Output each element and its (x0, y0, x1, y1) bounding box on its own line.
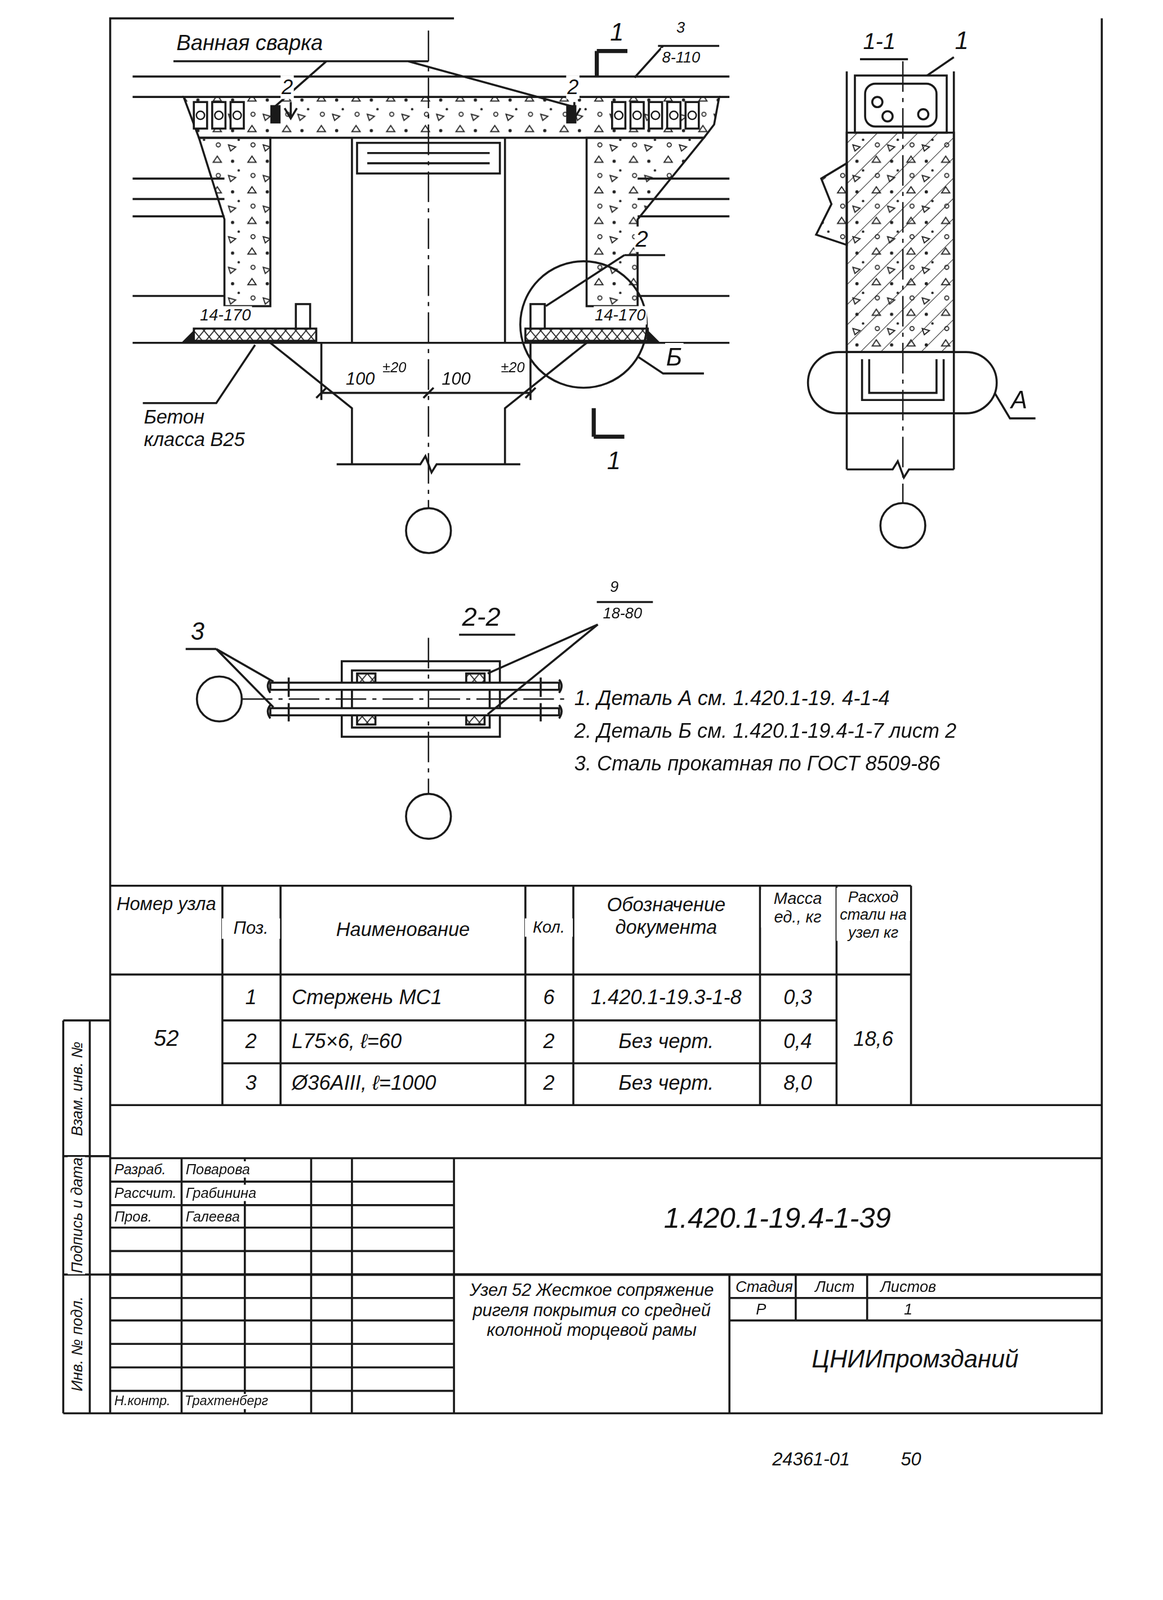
table-cell: Поз. (221, 918, 280, 939)
drawing-label: 14-170 (593, 306, 647, 325)
drawing-label: 18-80 (602, 604, 644, 622)
table-cell: 1 (244, 985, 258, 1010)
table-cell: 8,0 (782, 1071, 814, 1095)
drawing-label: 14-170 (198, 306, 252, 325)
drawing-label: 1 (608, 18, 625, 47)
table-cell: 52 (152, 1025, 180, 1052)
table-cell: Масса ед., кг (760, 889, 835, 928)
table-cell: 0,4 (782, 1029, 814, 1054)
drawing-label: 2. Деталь Б см. 1.420.1-19.4-1-7 лист 2 (573, 719, 958, 743)
table-cell: Без черт. (617, 1029, 715, 1054)
stamp-text: 50 (899, 1449, 923, 1470)
drawing-label: 1. Деталь А см. 1.420.1-19. 4-1-4 (573, 686, 891, 711)
stamp-text: Подпись и дата (67, 1156, 86, 1274)
drawing-label: 1 (954, 26, 970, 55)
drawing-label: 3. Сталь прокатная по ГОСТ 8509-86 (573, 751, 942, 776)
table-cell: 2 (542, 1071, 556, 1095)
stamp-text: Н.контр. (113, 1393, 172, 1410)
drawing-label: Б (665, 342, 684, 372)
drawing-label: 2 (634, 226, 650, 253)
drawing-label: 8-110 (661, 47, 702, 66)
stamp-text: Разраб. (113, 1161, 167, 1178)
table-cell: 2 (244, 1029, 258, 1054)
drawing-label: 2-2 (461, 602, 502, 633)
drawing-label: А (1009, 385, 1029, 414)
drawing-label: ±20 (500, 359, 527, 376)
drawing-label: 2 (280, 75, 294, 100)
table-cell: Обозначение документа (576, 893, 757, 939)
stamp-text: ЦНИИпромзданий (811, 1344, 1020, 1374)
table-cell: 3 (244, 1071, 258, 1095)
table-cell: Номер узла (114, 893, 219, 915)
drawing-label: 3 (675, 18, 686, 37)
table-cell: Наименование (284, 918, 521, 942)
stamp-text: 1.420.1-19.4-1-39 (662, 1201, 893, 1235)
stamp-text: Пров. (113, 1208, 154, 1225)
stamp-text: Поварова (184, 1161, 252, 1178)
stamp-text: 1 (902, 1299, 914, 1318)
drawing-label: Бетон класса В25 (143, 406, 268, 451)
drawing-label: 9 (608, 577, 620, 596)
stamp-text: Узел 52 Жесткое сопряжение ригеля покрыт… (457, 1280, 727, 1341)
table-cell: 18,6 (852, 1027, 894, 1052)
drawing-label: 1 (605, 447, 622, 476)
table-cell: L75×6, ℓ=60 (290, 1029, 403, 1054)
stamp-text: Стадия (734, 1277, 794, 1295)
drawing-label: ±20 (381, 359, 408, 376)
table-cell: 2 (542, 1029, 556, 1054)
drawing-label: 2 (566, 75, 580, 100)
table-cell: 6 (542, 985, 556, 1010)
drawing-label: 1-1 (862, 28, 897, 55)
table-cell: Кол. (524, 918, 573, 938)
drawing-label: 3 (189, 617, 206, 646)
stamp-text: Галеева (184, 1208, 242, 1225)
drawing-label: Ванная сварка (175, 30, 325, 56)
table-cell: Стержень МС1 (290, 985, 443, 1010)
drawing-label: 100 (440, 369, 472, 390)
stamp-text: Рассчит. (113, 1184, 178, 1202)
table-cell: Расход стали на узел кг (836, 887, 910, 941)
stamp-text: Грабинина (184, 1184, 258, 1202)
stamp-text: Инв. № подл. (67, 1295, 86, 1393)
drawing-label: 100 (344, 369, 376, 390)
table-cell: Без черт. (617, 1071, 715, 1095)
stamp-text: Лист (813, 1277, 856, 1295)
table-cell: Ø36АIII, ℓ=1000 (290, 1071, 438, 1095)
stamp-text: Взам. инв. № (67, 1040, 86, 1138)
table-cell: 1.420.1-19.3-1-8 (589, 985, 743, 1010)
stamp-text: 24361-01 (771, 1449, 851, 1470)
stamp-text: Трахтенберг (183, 1393, 270, 1410)
stamp-text: Листов (879, 1277, 938, 1295)
stamp-text: Р (754, 1299, 768, 1318)
table-cell: 0,3 (782, 985, 814, 1010)
